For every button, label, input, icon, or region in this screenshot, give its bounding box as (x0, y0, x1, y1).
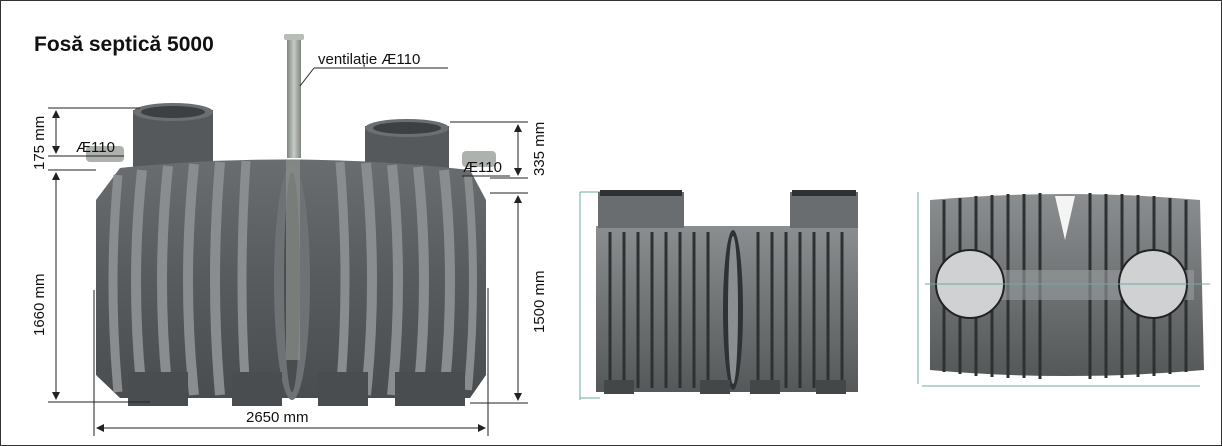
inlet-pipe-left (86, 146, 124, 162)
vent-cap (284, 34, 304, 40)
vent-pipe (287, 38, 301, 158)
dim-1660-label: 1660 mm (31, 273, 48, 336)
tank-foot (128, 372, 188, 406)
tank-foot (318, 372, 368, 406)
side-view-drawing (571, 186, 868, 406)
dimension-arrows (52, 110, 522, 432)
diagram-title: Fosă septică 5000 (34, 33, 214, 56)
pipe-left-label: Æ110 (76, 139, 115, 156)
tank-photo (86, 34, 496, 406)
tank-foot (395, 372, 465, 406)
dim-175-label: 175 mm (31, 116, 48, 170)
top-view-drawing (910, 186, 1214, 396)
dim-335-label: 335 mm (531, 122, 548, 176)
tank-foot (232, 372, 282, 406)
pipe-right-label: Æ110 (463, 159, 502, 176)
outlet-pipe-right (462, 151, 496, 167)
dim-1500-label: 1500 mm (531, 270, 548, 333)
dim-2650-label: 2650 mm (246, 409, 309, 426)
vent-label: ventilație Æ110 (318, 51, 420, 68)
dimension-lines (48, 67, 528, 436)
